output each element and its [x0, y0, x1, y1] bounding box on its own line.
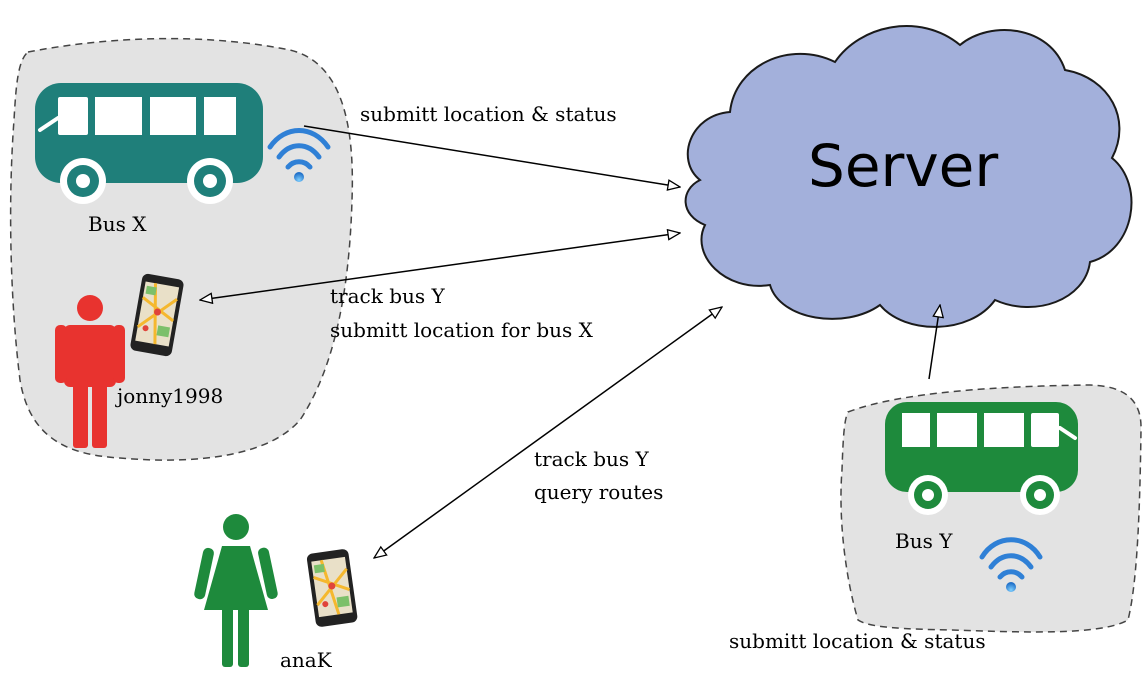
- edge-label-bus-x: submitt location & status: [360, 102, 617, 126]
- bus-x-icon: [35, 83, 263, 204]
- user-1-label: jonny1998: [115, 384, 223, 408]
- edge-label-bus-y: submitt location & status: [729, 629, 986, 653]
- wifi-icon: [267, 128, 331, 182]
- phone-icon: [306, 549, 358, 627]
- user-2-label: anaK: [280, 648, 333, 672]
- edge-label-user1-line2: submitt location for bus X: [330, 318, 594, 342]
- edge-label-user2-line1: track bus Y: [534, 447, 650, 471]
- person-icon: [194, 514, 278, 667]
- bus-y-icon: [885, 402, 1078, 515]
- bus-y-label: Bus Y: [895, 529, 953, 553]
- server-cloud: Server: [684, 25, 1133, 328]
- edge-label-user2-line2: query routes: [534, 480, 663, 504]
- edge-label-user1-line1: track bus Y: [330, 284, 446, 308]
- person-icon: [55, 295, 125, 448]
- bus-x-to-server-arrow: [303, 125, 680, 187]
- phone-icon: [130, 273, 184, 357]
- bus-y-to-server-arrow: [928, 305, 940, 380]
- server-label: Server: [808, 132, 998, 200]
- cloud-shape: [684, 25, 1133, 328]
- wifi-icon: [979, 537, 1043, 592]
- user1-server-arrow: [200, 233, 680, 300]
- user2-server-arrow: [374, 307, 722, 558]
- bus-x-label: Bus X: [88, 212, 147, 236]
